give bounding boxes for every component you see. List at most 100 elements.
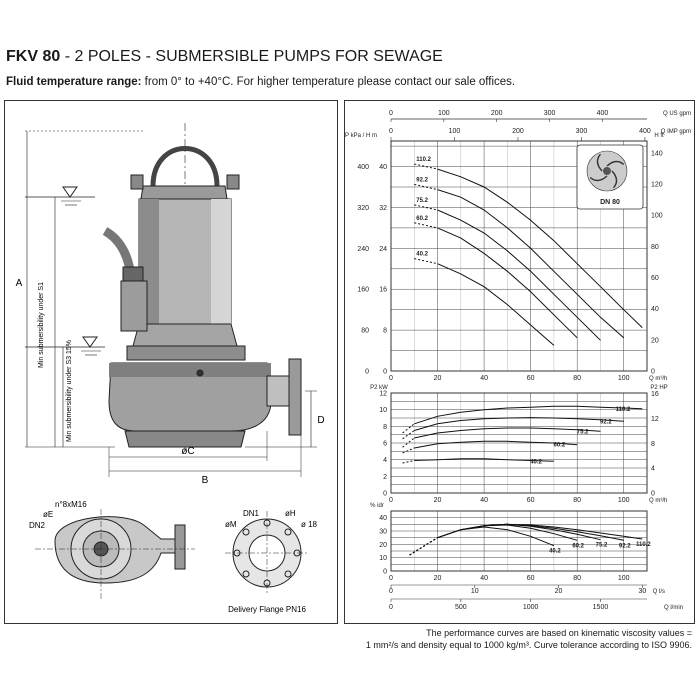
dia-h-label: øH: [285, 509, 296, 518]
head-series-label: 92.2: [416, 177, 428, 183]
eff-x-tick: 60: [527, 575, 535, 582]
impeller-vane: [596, 153, 603, 172]
head-x-label: Q m³/h: [649, 376, 667, 382]
eff-y-tick: 40: [379, 515, 387, 522]
power-curve-start-110.2: [402, 423, 415, 434]
head-y-tick-kpa: 400: [357, 164, 369, 171]
power-y-label-left: P2 kW: [370, 385, 388, 391]
head-y-tick-ft: 120: [651, 182, 663, 189]
head-y-tick-m: 32: [379, 205, 387, 212]
power-y-tick-kw: 8: [383, 424, 387, 431]
model-name: FKV 80: [6, 48, 61, 65]
power-y-tick-hp: 0: [651, 491, 655, 498]
us-gpm-tick: 300: [544, 110, 556, 117]
lmin-tick: 0: [389, 604, 393, 611]
lmin-tick: 1000: [523, 604, 539, 611]
eff-series-label: 60.2: [572, 543, 584, 549]
head-curve-92.2: [437, 189, 625, 339]
head-y-tick-ft: 20: [651, 337, 659, 344]
power-x-tick: 0: [389, 497, 393, 504]
dn1-label: DN1: [243, 509, 260, 518]
us-gpm-tick: 400: [597, 110, 609, 117]
power-y-label-right: P2 HP: [650, 385, 667, 391]
head-curve-75.2: [437, 209, 601, 341]
imp-gpm-tick: 0: [389, 128, 393, 135]
eff-x-tick: 40: [480, 575, 488, 582]
cable-housing: [120, 280, 148, 332]
power-series-label: 60.2: [553, 443, 565, 449]
head-curve-start-40.2: [414, 258, 438, 265]
power-chart-frame: [390, 392, 648, 494]
min-sub-s3-label: Min submersibility under S3 15%: [66, 340, 73, 442]
title-rest: - 2 POLES - SUBMERSIBLE PUMPS FOR SEWAGE: [60, 48, 443, 65]
power-y-tick-kw: 10: [379, 407, 387, 414]
handle-lug-left: [130, 174, 144, 190]
head-y-tick-ft: 80: [651, 244, 659, 251]
dia-18-label: ø 18: [301, 520, 318, 529]
pump-base: [124, 430, 246, 448]
eff-series-label: 40.2: [549, 549, 561, 555]
footnote: The performance curves are based on kine…: [366, 627, 692, 651]
performance-charts: 0816243240080160240320400020406080100120…: [345, 110, 691, 611]
power-series-label: 92.2: [600, 419, 612, 425]
power-x-tick: 100: [618, 497, 630, 504]
handle-lug-right: [226, 174, 240, 190]
lmin-tick: 1500: [593, 604, 609, 611]
impeller-hub: [603, 167, 611, 175]
dimension-drawing-panel: A Min submersibility under S1 Min submer…: [4, 100, 338, 624]
head-series-label: 110.2: [416, 157, 431, 163]
head-series-label: 75.2: [416, 198, 428, 204]
eff-y-label: % idr: [370, 503, 384, 509]
power-series-label: 40.2: [530, 459, 542, 465]
head-y-tick-ft: 140: [651, 150, 663, 157]
power-curve-start-75.2: [402, 437, 415, 448]
ls-tick: 20: [555, 588, 563, 595]
head-chart-frame: [390, 140, 648, 372]
power-curve-110.2: [414, 405, 643, 425]
discharge-flange: [288, 358, 302, 436]
imp-gpm-tick: 300: [576, 128, 588, 135]
head-x-tick: 0: [389, 375, 393, 382]
power-curve-75.2: [414, 427, 601, 439]
power-series-label: 110.2: [616, 407, 631, 413]
head-x-tick: 20: [434, 375, 442, 382]
impeller-vane: [606, 160, 625, 167]
power-curve-60.2: [414, 440, 578, 449]
eff-series-label: 75.2: [596, 543, 608, 549]
plan-view: [35, 509, 195, 601]
eff-x-tick: 0: [389, 575, 393, 582]
motor-flange: [132, 323, 238, 347]
power-x-tick: 80: [573, 497, 581, 504]
dim-b-label: B: [202, 475, 209, 486]
eff-y-tick: 30: [379, 529, 387, 536]
efficiency-chart-frame: [390, 510, 648, 572]
head-y-tick-kpa: 320: [357, 205, 369, 212]
min-sub-s1-label: Min submersibility under S1: [38, 282, 45, 368]
eff-series-label: 110.2: [636, 542, 651, 548]
eff-series-label: 92.2: [619, 543, 631, 549]
head-x-tick: 60: [527, 375, 535, 382]
head-curve-40.2: [437, 263, 555, 346]
power-y-tick-kw: 4: [383, 457, 387, 464]
head-y-tick-kpa: 240: [357, 246, 369, 253]
power-series-label: 75.2: [577, 429, 589, 435]
eff-y-tick: 20: [379, 542, 387, 549]
head-y-tick-m: 16: [379, 287, 387, 294]
head-y-tick-m: 8: [383, 328, 387, 335]
discharge-pipe: [266, 375, 290, 407]
power-y-tick-kw: 12: [379, 391, 387, 398]
pump-drawing: A Min submersibility under S1 Min submer…: [16, 123, 325, 614]
ls-tick: 30: [638, 588, 646, 595]
head-y-tick-ft: 60: [651, 275, 659, 282]
fluid-label: Fluid temperature range:: [6, 76, 142, 88]
imp-gpm-label: Q IMP gpm: [661, 129, 691, 135]
eff-x-tick: 100: [618, 575, 630, 582]
head-series-label: 40.2: [416, 252, 428, 258]
power-curve-start-60.2: [402, 447, 415, 454]
page-title: FKV 80 - 2 POLES - SUBMERSIBLE PUMPS FOR…: [6, 48, 443, 66]
head-y-tick-kpa: 160: [357, 287, 369, 294]
ls-label: Q l/s: [653, 589, 665, 595]
us-gpm-tick: 0: [389, 110, 393, 117]
imp-gpm-tick: 400: [639, 128, 651, 135]
